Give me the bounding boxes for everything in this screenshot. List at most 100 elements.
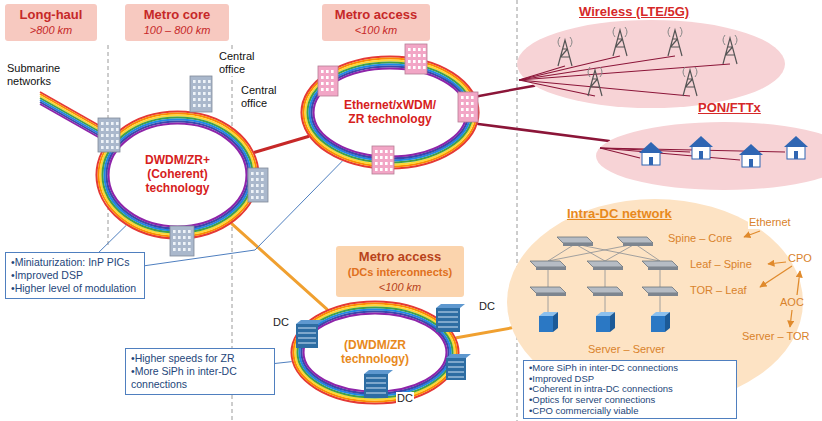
building-window [116,140,119,143]
building-window [423,60,426,63]
callout-box: •Higher speeds for ZR•More SiPh in inter… [125,348,275,395]
building-window [413,48,416,51]
ring-band [310,65,471,161]
node-text: (DWDM/ZR technology) [332,339,418,367]
network-switch [642,287,678,296]
rack-slot [438,327,458,328]
house-icon [739,144,763,167]
ring-band [306,61,475,165]
building-window [326,88,329,91]
building-window [208,80,211,83]
building-window [261,190,264,193]
ring-band [308,63,473,163]
dc-link [548,296,549,312]
ring-band [300,310,451,396]
rack-slot [298,343,316,344]
server-front [596,316,610,332]
callout-box: •More SiPh in inter-DC connections•Impro… [523,360,737,419]
ring-band [109,124,247,227]
fiber-line [519,80,690,96]
building-body [458,92,478,122]
ring-band [103,118,253,233]
building-window [111,128,114,131]
leader-arrow [797,271,800,295]
submarine-cable [40,104,100,138]
building-window [256,184,259,187]
text-group: Ethernet/xWDM/ ZR technology [338,99,442,127]
node-text: Metro access [329,7,423,23]
tower-frame [683,70,697,96]
building-window [111,122,114,125]
building-window [261,184,264,187]
house-door [794,151,798,159]
label-text: Spine – Core [668,232,732,245]
building-window [208,92,211,95]
building-window [203,98,206,101]
ring-band [294,304,457,402]
building-window [106,146,109,149]
ring-band [107,122,249,229]
server-side [610,312,615,332]
building-window [413,66,416,69]
rack-slot [298,328,316,329]
dc-link [605,244,635,261]
label-text: Submarine networks [6,62,78,88]
server-top [539,312,558,316]
central-office-building [458,92,478,122]
region-header: Metro access<100 km [322,4,430,41]
building-window [390,162,393,165]
node-text: Wireless (LTE/5G) [579,4,787,19]
switch-side [536,293,566,296]
building-window [203,80,206,83]
house-icon [784,136,808,159]
building-window [418,48,421,51]
building-window [408,48,411,51]
network-switch [530,261,566,270]
switch-side [563,243,593,246]
building-window [116,146,119,149]
cell-tower [668,27,682,56]
building-window [106,134,109,137]
tower-frame [613,30,627,56]
building-window [101,134,104,137]
switch-top [587,261,623,267]
building-window [408,60,411,63]
building-window [413,54,416,57]
text-group: Metro access(DCs interconnects)<100 km [343,249,457,294]
text-group: •More SiPh in inter-DC connections•Impro… [529,363,731,416]
node-text: PON/FTTx [698,100,822,115]
connector [478,124,609,141]
building-window [380,150,383,153]
central-office-building [318,66,338,96]
building-window [326,82,329,85]
dc-link [605,296,606,312]
building-window [461,108,464,111]
building-window [321,76,324,79]
server-front [539,316,553,332]
building-window [193,98,196,101]
ring-band [97,112,259,239]
network-switch [557,237,593,246]
house-door [699,151,703,159]
building-body [318,66,338,96]
central-office-building [170,226,194,256]
building-window [188,230,191,233]
building-window [101,146,104,149]
building-window [423,54,426,57]
building-window [390,150,393,153]
house-door [749,159,753,167]
rack-slot [366,388,386,389]
rack-top [446,354,471,358]
network-switch [587,287,623,296]
bullet-text: •Optics for server connections [529,395,731,406]
building-window [198,98,201,101]
house-body [742,154,760,167]
leader-arrow [790,310,792,327]
building-window [256,196,259,199]
switch-top [587,287,623,293]
label-text: CPO [788,252,812,265]
house-roof [739,144,763,155]
switch-side [648,267,678,270]
tower-frame [558,40,572,66]
